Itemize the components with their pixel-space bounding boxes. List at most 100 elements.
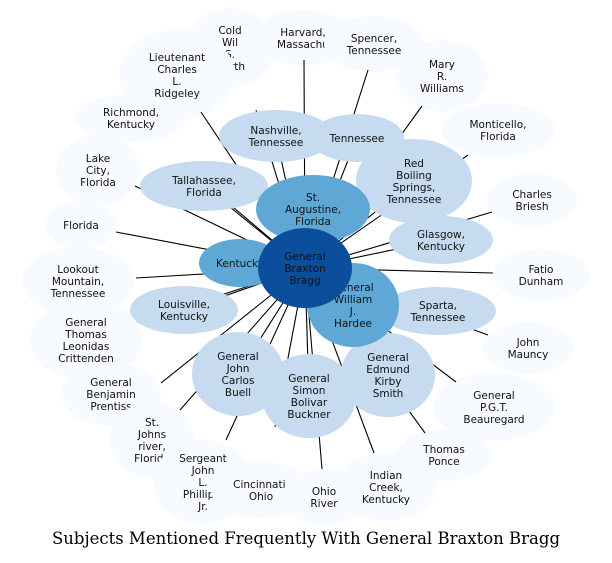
node-label-line: General bbox=[90, 377, 131, 389]
node-label-line: Kentucky bbox=[417, 241, 465, 253]
node-label-line: river, bbox=[138, 441, 166, 453]
node-label-line: Ponce bbox=[428, 456, 459, 468]
node-label-line: Tennessee bbox=[50, 288, 106, 300]
node-label-line: Richmond, bbox=[103, 107, 159, 119]
node-label-line: R. bbox=[437, 71, 447, 83]
node-label-line: Kentucky bbox=[160, 311, 208, 323]
node-florida[interactable]: Florida bbox=[45, 201, 117, 249]
node-label-line: Tallahassee, bbox=[171, 175, 236, 187]
strong-node-layer: St.Augustine,FloridaKentuckyGeneralWilli… bbox=[199, 175, 399, 347]
node-label-line: Springs, bbox=[393, 182, 436, 194]
node-label-line: General bbox=[65, 317, 106, 329]
node-label-line: Ridgeley bbox=[154, 88, 200, 100]
node-label-line: Tennessee bbox=[248, 137, 304, 149]
node-label-line: Indian bbox=[370, 470, 402, 482]
node-label-line: Charles bbox=[157, 64, 197, 76]
node-label-line: S. bbox=[225, 49, 235, 61]
node-label-line: Florida bbox=[80, 177, 116, 189]
node-label-line: Buell bbox=[225, 387, 251, 399]
node-label-line: City, bbox=[86, 165, 110, 177]
node-label-line: Mary bbox=[429, 59, 455, 71]
node-bubble bbox=[493, 249, 589, 301]
node-richmond[interactable]: Richmond,Kentucky bbox=[75, 94, 187, 142]
node-label-line: Smith bbox=[373, 388, 404, 400]
node-glasgow[interactable]: Glasgow,Kentucky bbox=[389, 216, 493, 264]
node-bubble bbox=[487, 174, 577, 226]
node-label-line: Spencer, bbox=[351, 33, 397, 45]
node-label-line: L. bbox=[172, 76, 181, 88]
node-bubble bbox=[130, 286, 238, 334]
node-label-line: Mauncy bbox=[508, 349, 549, 361]
network-diagram: ColdWilS.worthHarvard,MassachuSpencer,Te… bbox=[22, 16, 589, 513]
node-bubble bbox=[75, 94, 187, 142]
node-bubble bbox=[258, 228, 352, 308]
node-label-line: Williams bbox=[420, 83, 464, 95]
node-label-line: Bragg bbox=[289, 275, 320, 287]
node-label-line: Nashville, bbox=[250, 125, 301, 137]
node-label-line: Ohio bbox=[249, 491, 273, 503]
node-label-line: J. bbox=[349, 306, 356, 318]
node-bubble bbox=[30, 300, 142, 380]
node-bubble bbox=[389, 216, 493, 264]
node-label-line: L. bbox=[198, 477, 207, 489]
node-label-line: John bbox=[226, 363, 250, 375]
node-label-line: Hardee bbox=[334, 318, 372, 330]
node-bubble bbox=[356, 139, 472, 223]
node-label-line: St. bbox=[306, 192, 320, 204]
node-sparta[interactable]: Sparta,Tennessee bbox=[380, 287, 496, 335]
node-label-line: Kentucky bbox=[362, 494, 410, 506]
node-label-line: St. bbox=[145, 417, 159, 429]
node-label-line: P.G.T. bbox=[480, 402, 508, 414]
node-label-line: General bbox=[284, 251, 325, 263]
node-label-line: Kentucky bbox=[107, 119, 155, 131]
node-spencer[interactable]: Spencer,Tennessee bbox=[324, 16, 424, 72]
node-label-line: Fatio bbox=[529, 264, 554, 276]
node-label-line: Augustine, bbox=[285, 204, 341, 216]
node-label-line: Florida bbox=[295, 216, 331, 228]
node-label-line: Lieutenant bbox=[149, 52, 205, 64]
node-bubble bbox=[433, 373, 555, 441]
node-bubble bbox=[140, 161, 268, 211]
node-nashville[interactable]: Nashville,Tennessee bbox=[219, 110, 333, 162]
node-label-line: Edmund bbox=[366, 364, 410, 376]
node-bubble bbox=[483, 322, 573, 374]
node-bubble bbox=[397, 429, 491, 481]
node-label-line: Red bbox=[404, 158, 424, 170]
node-label-line: Florida bbox=[186, 187, 222, 199]
node-label-line: Sergeant bbox=[179, 453, 227, 465]
node-label-line: Boiling bbox=[396, 170, 432, 182]
node-label-line: Johns bbox=[137, 429, 166, 441]
node-monticello[interactable]: Monticello,Florida bbox=[441, 103, 555, 157]
node-label-line: Thomas bbox=[64, 329, 107, 341]
node-label-line: Creek, bbox=[369, 482, 403, 494]
node-louisville[interactable]: Louisville,Kentucky bbox=[130, 286, 238, 334]
node-label-line: John bbox=[516, 337, 540, 349]
node-label-line: Tennessee bbox=[386, 194, 442, 206]
node-label-line: Lookout bbox=[57, 264, 98, 276]
node-label-line: General bbox=[367, 352, 408, 364]
node-label-line: Bolivar bbox=[291, 397, 328, 409]
node-label-line: Ohio bbox=[312, 486, 336, 498]
node-label-line: Tennessee bbox=[329, 133, 385, 145]
node-st-augustine[interactable]: St.Augustine,Florida bbox=[256, 175, 370, 243]
node-label-line: Harvard, bbox=[280, 27, 325, 39]
node-label-line: Charles bbox=[512, 189, 552, 201]
node-label-line: Thomas bbox=[422, 444, 465, 456]
node-tallahassee[interactable]: Tallahassee,Florida bbox=[140, 161, 268, 211]
node-label-line: River bbox=[310, 498, 338, 510]
